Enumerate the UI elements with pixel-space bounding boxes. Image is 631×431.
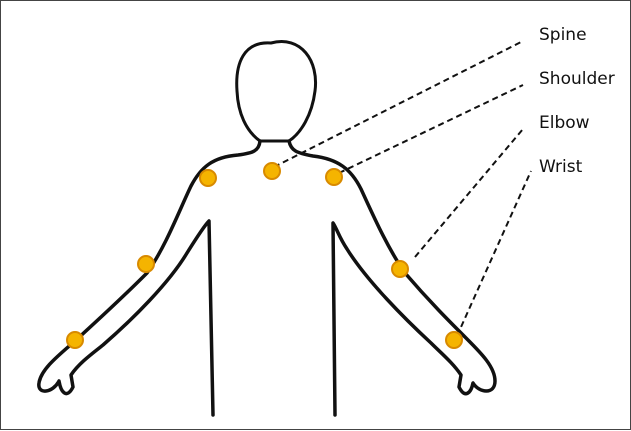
shoulder-leader-line <box>339 85 523 173</box>
elbow-label: Elbow <box>539 113 590 133</box>
wrist-label: Wrist <box>539 157 582 177</box>
shoulder-label: Shoulder <box>539 69 615 89</box>
wrist-leader-line <box>457 171 531 336</box>
spine-joint-marker <box>264 163 280 179</box>
head-outline <box>237 42 316 141</box>
body-outline-left <box>39 141 260 415</box>
left-shoulder-joint-marker <box>200 170 216 186</box>
spine-label: Spine <box>539 25 587 45</box>
right-wrist-joint-marker <box>446 332 462 348</box>
elbow-leader-line <box>415 129 523 257</box>
left-elbow-joint-marker <box>138 256 154 272</box>
left-wrist-joint-marker <box>67 332 83 348</box>
right-elbow-joint-marker <box>392 261 408 277</box>
body-outline-right <box>289 141 495 415</box>
right-shoulder-joint-marker <box>326 169 342 185</box>
